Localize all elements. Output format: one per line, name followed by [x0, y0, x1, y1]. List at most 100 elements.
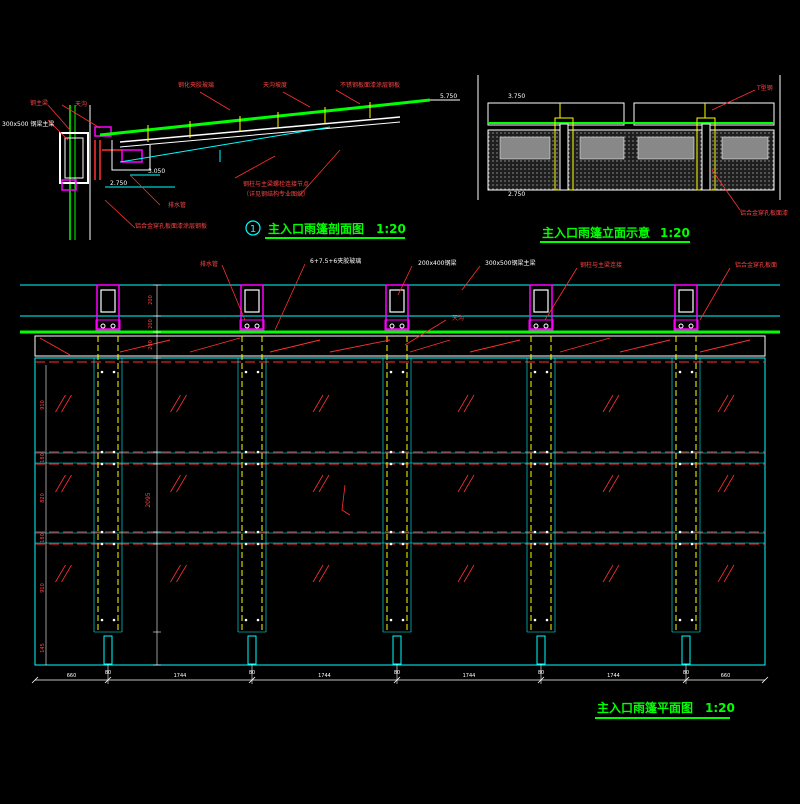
- left-dim-label: 145: [40, 643, 46, 653]
- beam-bolt: [678, 450, 682, 454]
- label-roof-slope: 天沟坡度: [263, 81, 287, 89]
- elev-label-tfin: T型钢: [756, 84, 773, 92]
- beam-bolt: [100, 618, 104, 622]
- column-head: [385, 284, 409, 330]
- glass-hatch-mark: [312, 564, 324, 583]
- section-title: 主入口雨篷剖面图: [268, 221, 364, 236]
- glass-hatch-mark: [608, 564, 620, 583]
- main-beam-inner: [64, 137, 84, 179]
- beam-bolt: [112, 462, 116, 466]
- elev-title: 主入口雨篷立面示意: [542, 225, 650, 240]
- plan-overall-dim: 2095: [145, 492, 152, 507]
- beam-bolt: [389, 370, 393, 374]
- beam-bolt: [244, 618, 248, 622]
- beam-bolt: [690, 450, 694, 454]
- column-bolt: [533, 323, 539, 329]
- elev-scale: 1:20: [660, 226, 690, 240]
- glass-hatch-mark: [176, 474, 187, 493]
- roof-beam-top: [119, 116, 401, 143]
- plan-title: 主入口雨篷平面图: [597, 700, 693, 715]
- beam-bolt: [389, 450, 393, 454]
- bottom-dim-tick: [393, 676, 401, 684]
- bottom-dim-tick: [682, 676, 690, 684]
- beam-bolt: [389, 542, 393, 546]
- roof-fins: [147, 102, 371, 142]
- beam-bolt: [100, 542, 104, 546]
- beam-bolt: [256, 542, 260, 546]
- column-head-inner: [389, 289, 405, 313]
- column-head-inner: [244, 289, 260, 313]
- bottom-dim-label: 1744: [174, 673, 187, 679]
- gutter-slope-mark: [619, 339, 671, 353]
- glass-hatch-mark: [170, 394, 181, 413]
- leader-lines: [47, 89, 361, 229]
- section-labels: 钢主梁 300x500 钢梁主梁 天沟 钢化夹胶玻璃 天沟坡度 不锈钢板面漆涂层…: [2, 81, 457, 230]
- glass-hatch-mark: [723, 474, 735, 493]
- beam-bolt: [678, 618, 682, 622]
- left-dim-label: 180: [40, 533, 46, 543]
- label-plate-note: 铝合金穿孔板面漆涂层钢板: [135, 222, 207, 230]
- beam-bolt: [256, 450, 260, 454]
- gutter-slope-mark: [189, 337, 241, 353]
- glass-hatch-mark: [463, 394, 475, 413]
- column-base: [239, 319, 265, 331]
- beam-bolt: [256, 370, 260, 374]
- column-bolt: [678, 323, 684, 329]
- base-plate: [61, 179, 77, 191]
- beam-bolt: [256, 618, 260, 622]
- beam-bolt: [100, 370, 104, 374]
- glass-hatch-mark: [602, 394, 614, 413]
- gutter-slope-mark: [39, 337, 71, 356]
- plan-label-connection: 钢柱与主梁连接: [580, 261, 622, 269]
- label-drain: 排水管: [168, 201, 186, 209]
- glass-hatch-mark: [318, 394, 330, 413]
- glass-hatch-mark: [608, 394, 620, 413]
- glass-hatch-mark: [312, 394, 324, 413]
- beam-bolt: [112, 370, 116, 374]
- column-dim-label: 80: [249, 670, 255, 676]
- left-dim-label: 820: [40, 493, 46, 503]
- plan-columns: [39, 284, 751, 684]
- glass-hatch-mark: [170, 474, 181, 493]
- glass-hatch-mark: [602, 564, 614, 583]
- beam-bolt: [545, 530, 549, 534]
- beam-bolt: [112, 530, 116, 534]
- beam-bolt: [545, 462, 549, 466]
- beam-bolt: [100, 450, 104, 454]
- left-dim-label: 180: [40, 453, 46, 463]
- beam-bolt: [545, 370, 549, 374]
- column-bolt: [389, 323, 395, 329]
- column-head: [240, 284, 264, 330]
- roof-underside: [119, 126, 331, 163]
- column-base: [384, 319, 410, 331]
- left-dim-label: 200: [148, 319, 154, 329]
- gutter-connection: [121, 149, 143, 163]
- column-dim-label: 80: [105, 670, 111, 676]
- gutter-slope-mark: [269, 339, 321, 353]
- beam-bolt: [678, 462, 682, 466]
- column-bolt: [688, 323, 694, 329]
- elev-leaders: [711, 89, 756, 211]
- beam-bolt: [545, 618, 549, 622]
- glass-hatch-mark: [55, 564, 66, 583]
- column-head-inner: [533, 289, 549, 313]
- beam-bolt: [533, 370, 537, 374]
- elev-columns: [554, 117, 716, 191]
- label-beam-size: 300x500 钢梁主梁: [2, 120, 54, 128]
- plan-glass-field: [34, 357, 766, 666]
- glass-hatch-mark: [723, 564, 735, 583]
- roof-beam-bottom: [119, 121, 401, 148]
- left-dim-label: 910: [40, 583, 46, 593]
- gutter-slope-mark: [559, 337, 611, 353]
- column-dim-label: 80: [394, 670, 400, 676]
- bottom-dim-label: 1744: [607, 673, 620, 679]
- beam-bolt: [244, 542, 248, 546]
- beam-bolt: [389, 462, 393, 466]
- plan-scale: 1:20: [705, 701, 735, 715]
- beam-bolt: [678, 542, 682, 546]
- bottom-dim-label: 1744: [463, 673, 476, 679]
- glass-hatch-mark: [312, 474, 324, 493]
- beam-bolt: [256, 530, 260, 534]
- beam-bolt: [678, 530, 682, 534]
- left-dim-label: 200: [148, 295, 154, 305]
